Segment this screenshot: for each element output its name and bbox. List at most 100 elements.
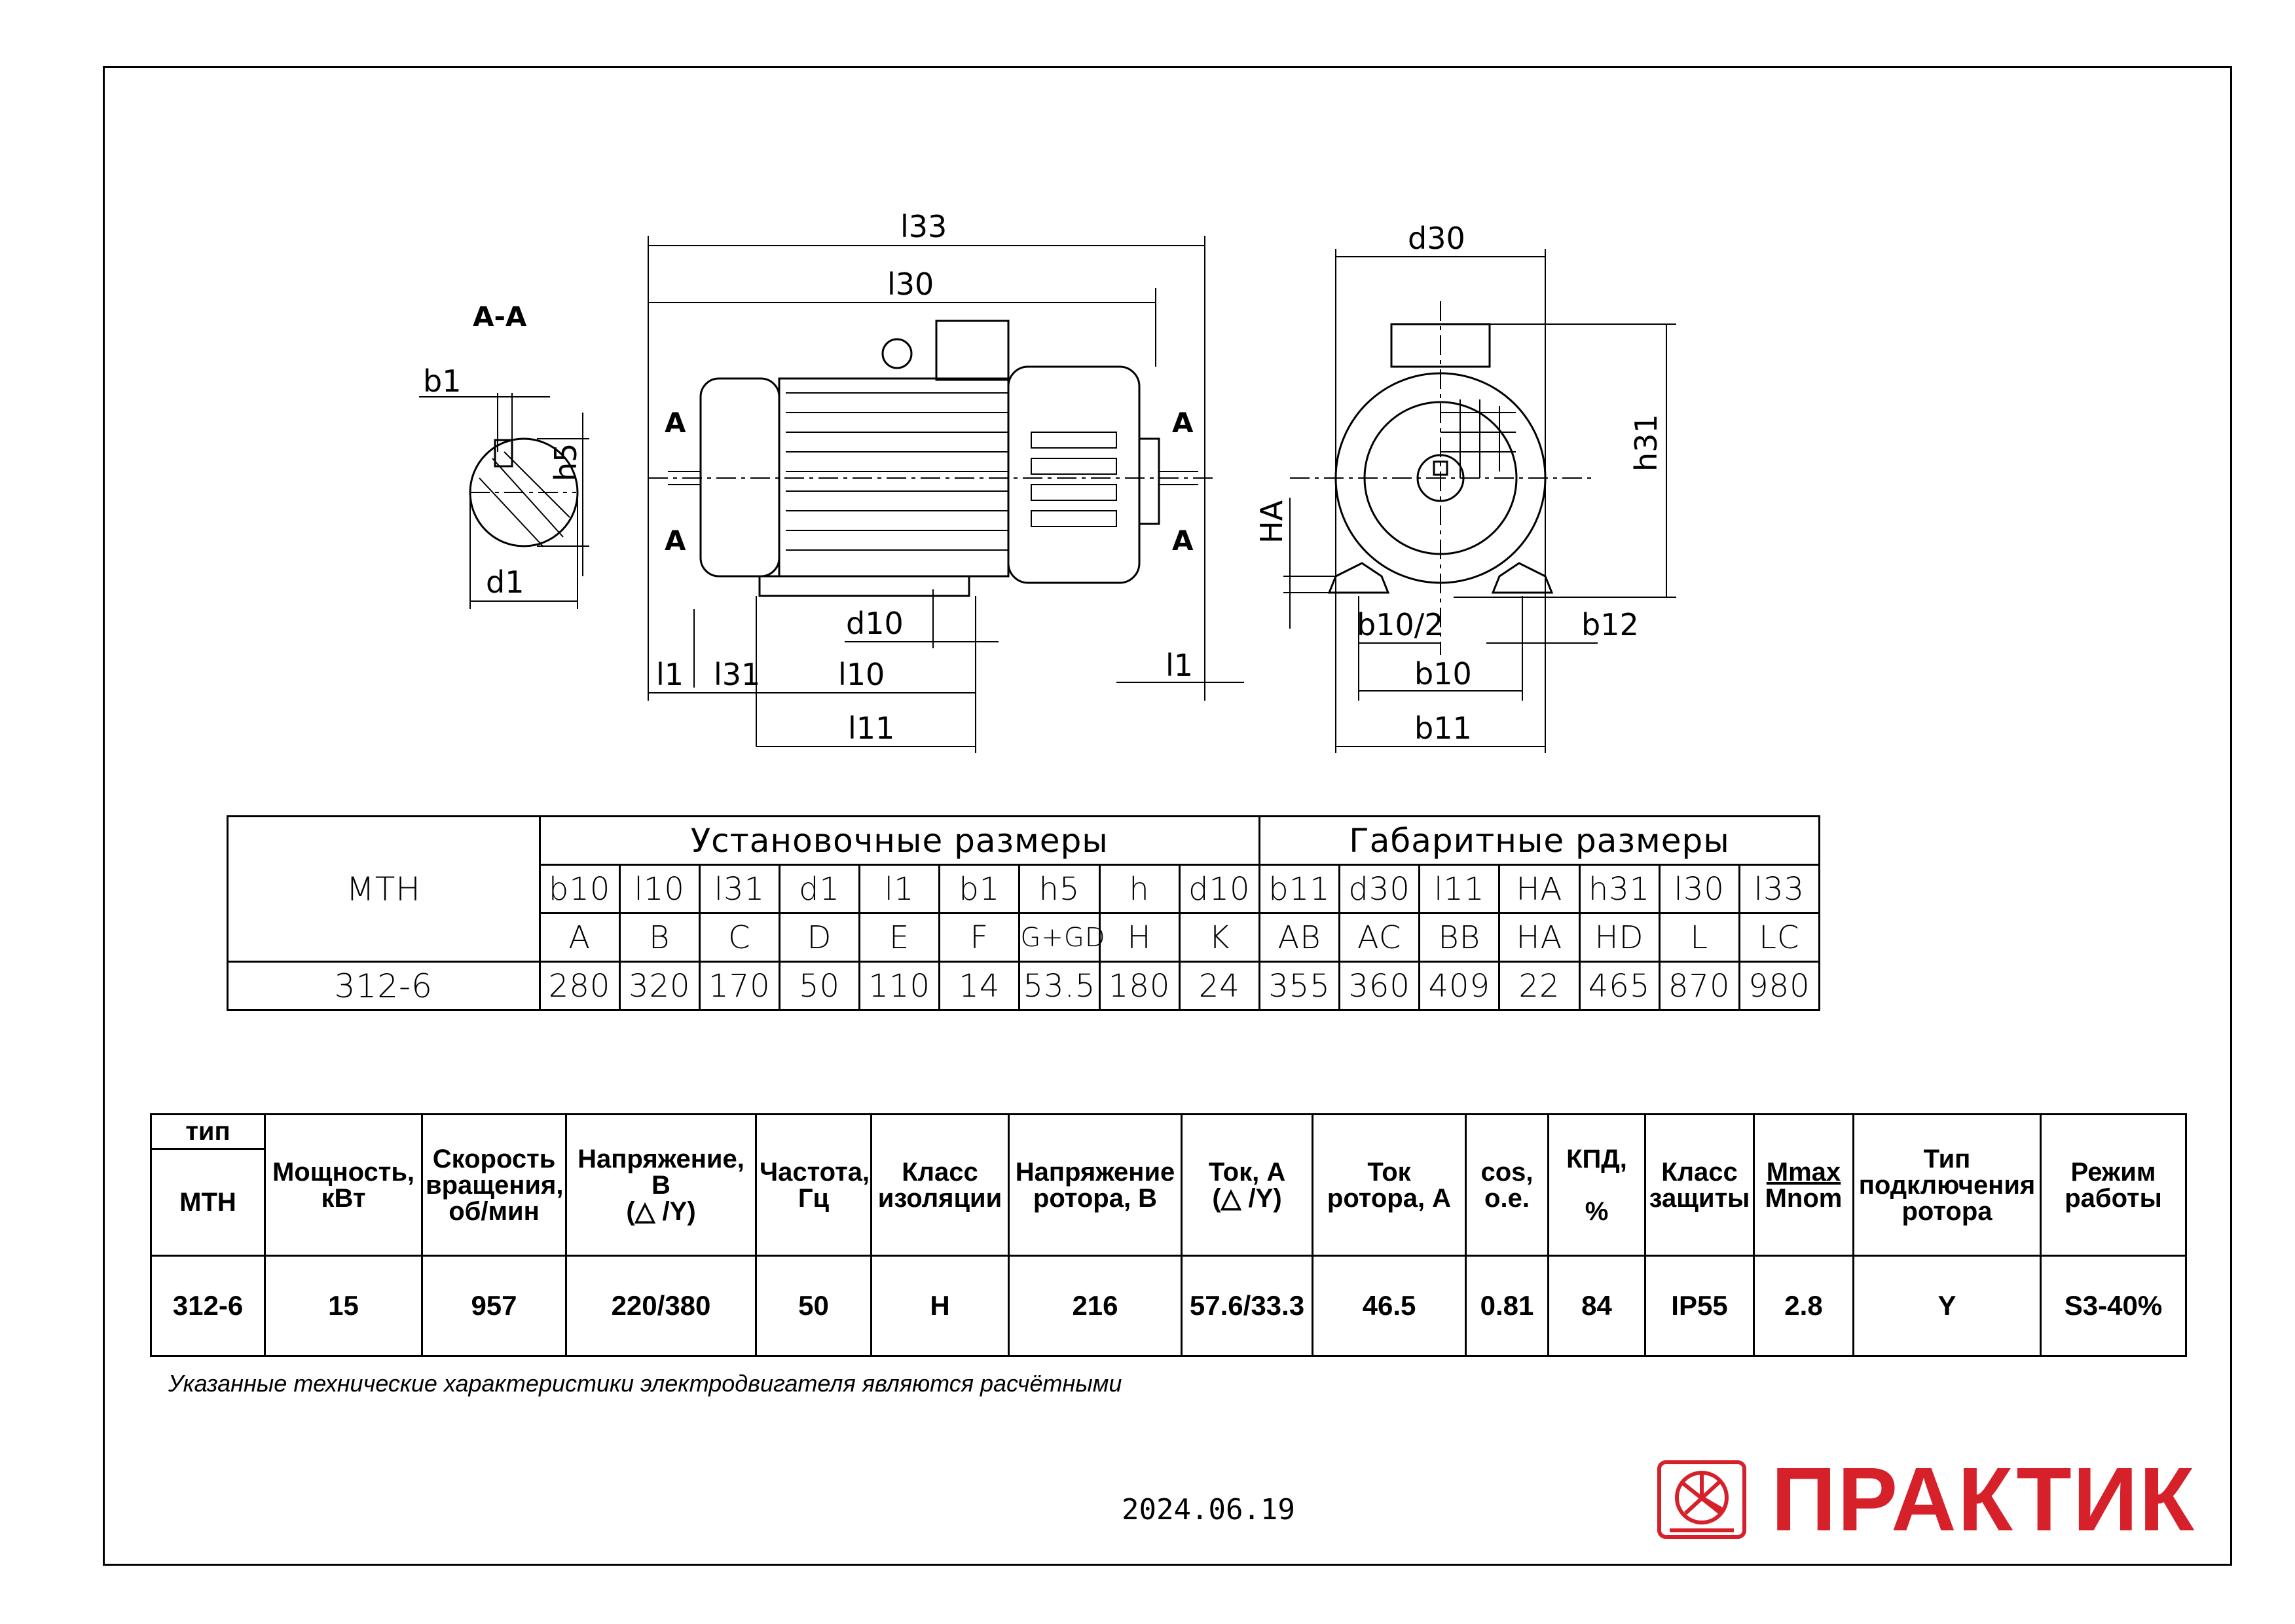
dim-value-8: 24 <box>1178 961 1260 1011</box>
disclaimer-note: Указанные технические характеристики эле… <box>168 1370 1122 1397</box>
dim-letter-15: LC <box>1738 912 1821 963</box>
section-mark-tl: A <box>665 407 686 439</box>
section-mark-bl: A <box>665 525 686 557</box>
dim-d1: d1 <box>486 564 524 600</box>
value-rotor-connection: Y <box>1852 1255 2042 1357</box>
dim-code-0: b10 <box>538 864 621 914</box>
dim-b11: b11 <box>1414 710 1472 746</box>
dim-value-15: 980 <box>1738 961 1821 1011</box>
specs-table: тип Мощность, кВт Скорость вращения, об/… <box>150 1113 2187 1357</box>
header-rotor-voltage: Напряжение ротора, В <box>1008 1113 1183 1257</box>
dim-code-12: HA <box>1498 864 1581 914</box>
current-connection: (△ /Y) <box>1212 1183 1282 1213</box>
dim-code-11: l11 <box>1418 864 1501 914</box>
dim-value-11: 409 <box>1418 961 1501 1011</box>
header-cos: cos, о.е. <box>1465 1113 1549 1257</box>
dim-value-5: 14 <box>938 961 1021 1011</box>
dim-letter-11: BB <box>1418 912 1501 963</box>
dim-code-4: l1 <box>858 864 941 914</box>
dim-HA: HA <box>1254 500 1289 544</box>
dim-b12: b12 <box>1581 607 1639 642</box>
mounting-group-header: Установочные размеры <box>538 815 1260 866</box>
section-mark-br: A <box>1172 525 1194 557</box>
dim-code-15: l33 <box>1738 864 1821 914</box>
value-model: 312-6 <box>150 1255 266 1357</box>
dim-value-3: 50 <box>778 961 861 1011</box>
value-frequency: 50 <box>755 1255 872 1357</box>
dim-letter-0: A <box>538 912 621 963</box>
dim-b1: b1 <box>423 363 461 399</box>
dim-l33: l33 <box>900 209 947 244</box>
efficiency-label: КПД, <box>1566 1144 1627 1173</box>
value-efficiency: 84 <box>1547 1255 1646 1357</box>
value-voltage: 220/380 <box>565 1255 757 1357</box>
header-frequency: Частота, Гц <box>755 1113 872 1257</box>
dim-letter-13: HD <box>1578 912 1661 963</box>
header-speed: Скорость вращения, об/мин <box>421 1113 567 1257</box>
brand-logo-icon <box>1657 1460 1746 1539</box>
dim-code-9: b11 <box>1258 864 1341 914</box>
dimensions-table: МТН Установочные размеры Габаритные разм… <box>227 815 1821 1011</box>
value-current: 57.6/33.3 <box>1181 1255 1313 1357</box>
dim-l31: l31 <box>714 657 760 692</box>
dim-value-10: 360 <box>1338 961 1421 1011</box>
header-protection: Класс защиты <box>1644 1113 1755 1257</box>
dim-l30: l30 <box>887 267 934 302</box>
dim-value-7: 180 <box>1098 961 1181 1011</box>
value-rotor-voltage: 216 <box>1008 1255 1183 1357</box>
dim-code-14: l30 <box>1658 864 1740 914</box>
dim-value-9: 355 <box>1258 961 1341 1011</box>
efficiency-unit: % <box>1585 1196 1609 1226</box>
dim-letter-2: C <box>698 912 780 963</box>
dim-b10: b10 <box>1414 656 1472 692</box>
dim-value-2: 170 <box>698 961 780 1011</box>
mnom-label: Mnom <box>1765 1183 1843 1213</box>
dim-d30: d30 <box>1408 221 1465 256</box>
dim-letter-14: L <box>1658 912 1740 963</box>
header-insulation: Класс изоляции <box>870 1113 1010 1257</box>
header-voltage: Напряжение, В(△ /Y) <box>565 1113 757 1257</box>
dim-letter-10: AC <box>1338 912 1421 963</box>
dim-code-6: h5 <box>1018 864 1101 914</box>
dim-letter-3: D <box>778 912 861 963</box>
dim-value-0: 280 <box>538 961 621 1011</box>
value-cos: 0.81 <box>1465 1255 1549 1357</box>
dim-code-5: b1 <box>938 864 1021 914</box>
dim-letter-1: B <box>618 912 701 963</box>
dim-code-13: h31 <box>1578 864 1661 914</box>
header-power: Мощность, кВт <box>264 1113 423 1257</box>
dim-value-12: 22 <box>1498 961 1581 1011</box>
section-label: А-А <box>473 301 527 333</box>
value-rotor-current: 46.5 <box>1312 1255 1467 1357</box>
current-label: Ток, А <box>1208 1157 1286 1187</box>
dim-value-13: 465 <box>1578 961 1661 1011</box>
dim-l1-left: l1 <box>656 657 684 692</box>
dim-h5: h5 <box>548 443 583 481</box>
header-efficiency: КПД,% <box>1547 1113 1646 1257</box>
dim-b10-half: b10/2 <box>1357 607 1444 642</box>
dim-code-7: h <box>1098 864 1181 914</box>
dim-value-14: 870 <box>1658 961 1740 1011</box>
dim-letter-6: G+GD <box>1018 912 1105 963</box>
dim-value-6: 53.5 <box>1018 961 1101 1011</box>
dim-letter-4: E <box>858 912 941 963</box>
dim-l11: l11 <box>848 710 894 746</box>
voltage-label: Напряжение, В <box>578 1144 744 1200</box>
dim-letter-8: K <box>1178 912 1260 963</box>
dim-code-8: d10 <box>1178 864 1260 914</box>
dim-code-3: d1 <box>778 864 861 914</box>
value-duty: S3-40% <box>2040 1255 2187 1357</box>
type-value: МТН <box>150 1148 266 1257</box>
header-duty: Режим работы <box>2040 1113 2187 1257</box>
dim-h31: h31 <box>1628 414 1664 471</box>
header-current: Ток, А(△ /Y) <box>1181 1113 1313 1257</box>
dim-l1-right: l1 <box>1166 648 1193 683</box>
dim-code-10: d30 <box>1338 864 1421 914</box>
dim-value-1: 320 <box>618 961 701 1011</box>
dim-letter-5: F <box>938 912 1021 963</box>
dim-model-cell: 312-6 <box>227 961 541 1011</box>
